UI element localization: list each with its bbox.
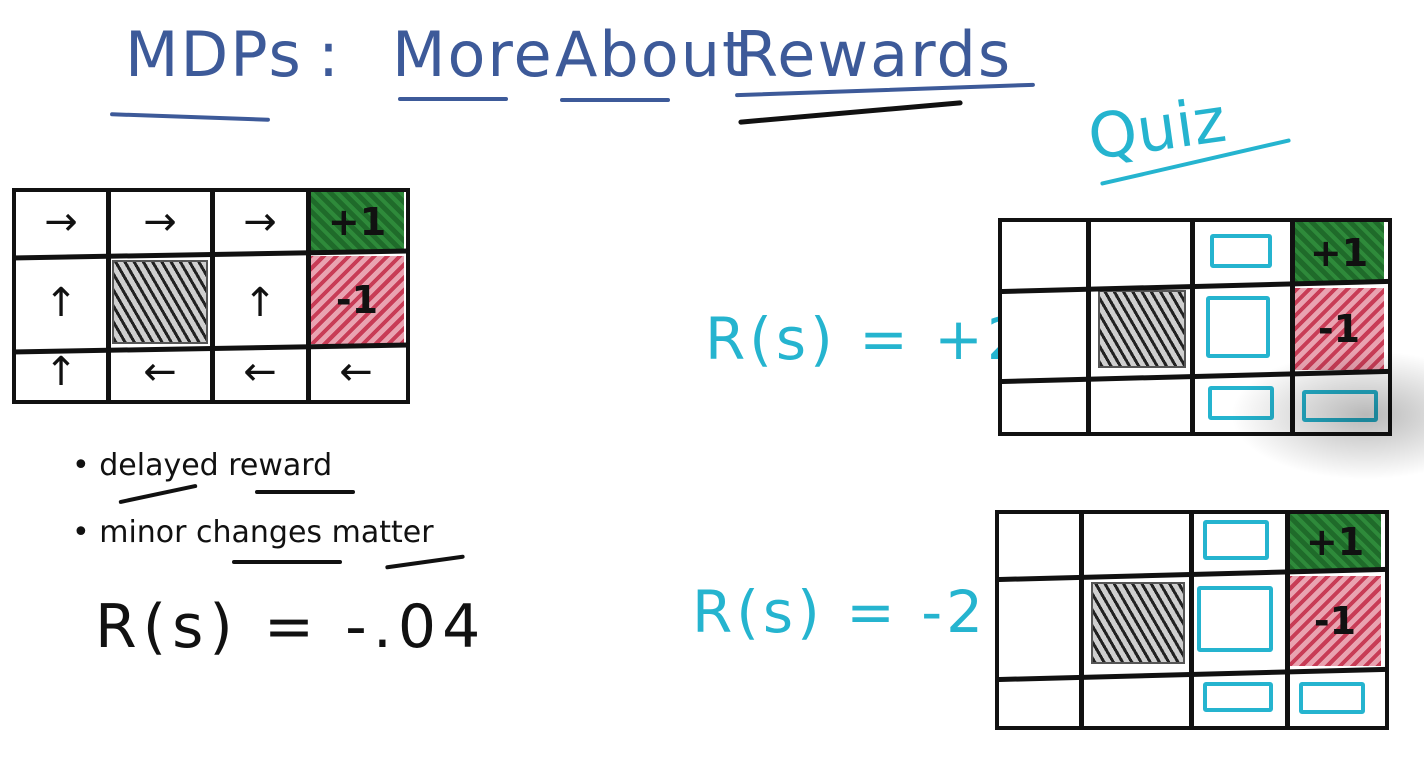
quiz-bottom-terminal-positive: +1 bbox=[1289, 514, 1381, 570]
quiz-bottom-terminal-negative: -1 bbox=[1289, 576, 1381, 666]
grid-line bbox=[1189, 510, 1194, 726]
quiz-bottom-positive-label: +1 bbox=[1305, 520, 1365, 564]
hand-shadow bbox=[1230, 350, 1424, 480]
formula-reward-plus2: R(s) = +2 bbox=[705, 305, 1028, 373]
title-underline-about bbox=[560, 98, 670, 102]
terminal-positive-cell: +1 bbox=[310, 192, 404, 252]
title-about: About bbox=[555, 18, 749, 91]
title-rewards: Rewards bbox=[735, 18, 1013, 91]
cell-r3c2-arrow: ← bbox=[143, 349, 177, 395]
cell-r1c2-arrow: → bbox=[143, 199, 177, 245]
underline-changes bbox=[232, 560, 342, 564]
formula-reward-minus2: R(s) = -2 bbox=[692, 578, 988, 646]
cell-r1c1-arrow: → bbox=[44, 199, 78, 245]
formula-reward-main: R(s) = -.04 bbox=[95, 592, 487, 662]
answer-box-top-r1c3[interactable] bbox=[1210, 234, 1272, 268]
quiz-top-positive-label: +1 bbox=[1309, 231, 1369, 275]
answer-box-bottom-r2c3[interactable] bbox=[1197, 586, 1273, 652]
quiz-grid-top: +1 -1 bbox=[998, 218, 1393, 438]
grid-line bbox=[1079, 510, 1084, 726]
grid-line bbox=[106, 188, 111, 400]
title-more: More bbox=[392, 18, 554, 91]
terminal-negative-cell: -1 bbox=[310, 256, 404, 344]
cell-r3c1-arrow: ↑ bbox=[44, 349, 78, 395]
grid-line bbox=[1190, 218, 1195, 432]
title-colon: : bbox=[318, 18, 341, 91]
quiz-grid-bottom: +1 -1 bbox=[995, 510, 1390, 732]
title-underline-more bbox=[398, 97, 508, 101]
title-underline-mdps bbox=[109, 112, 271, 122]
wall-cell bbox=[112, 260, 208, 344]
cell-r2c3-arrow: ↑ bbox=[243, 280, 277, 326]
answer-box-top-r3c4[interactable] bbox=[1302, 390, 1378, 422]
underline-matter bbox=[385, 554, 465, 570]
quiz-bottom-negative-label: -1 bbox=[1313, 599, 1357, 643]
quiz-bottom-wall bbox=[1091, 582, 1185, 664]
cell-r3c4-arrow: ← bbox=[339, 349, 373, 395]
grid-line bbox=[1285, 510, 1290, 726]
title-mdps: MDPs bbox=[125, 18, 303, 91]
grid-line bbox=[210, 188, 215, 400]
note-minor-changes: • minor changes matter bbox=[72, 515, 434, 550]
cell-r1c3-arrow: → bbox=[243, 199, 277, 245]
quiz-top-wall bbox=[1098, 290, 1186, 368]
cell-r2c1-arrow: ↑ bbox=[44, 280, 78, 326]
quiz-top-negative-label: -1 bbox=[1317, 307, 1361, 351]
underline-reward bbox=[255, 490, 355, 494]
main-grid-world: → → → +1 ↑ ↑ -1 ↑ ← ← ← bbox=[11, 188, 410, 404]
title-underline-rewards-black bbox=[738, 100, 963, 125]
answer-box-bottom-r3c3[interactable] bbox=[1203, 682, 1273, 712]
grid-line bbox=[1290, 218, 1295, 432]
answer-box-top-r2c3[interactable] bbox=[1206, 296, 1270, 358]
note-delayed-reward: • delayed reward bbox=[72, 448, 333, 483]
grid-line bbox=[1086, 218, 1091, 432]
answer-box-top-r3c3[interactable] bbox=[1208, 386, 1274, 420]
terminal-positive-label: +1 bbox=[327, 200, 387, 244]
quiz-top-terminal-negative: -1 bbox=[1294, 288, 1384, 370]
underline-delayed bbox=[118, 483, 198, 505]
terminal-negative-label: -1 bbox=[335, 278, 379, 322]
quiz-top-terminal-positive: +1 bbox=[1294, 222, 1384, 284]
answer-box-bottom-r3c4[interactable] bbox=[1299, 682, 1365, 714]
cell-r3c3-arrow: ← bbox=[243, 349, 277, 395]
answer-box-bottom-r1c3[interactable] bbox=[1203, 520, 1269, 560]
grid-line bbox=[306, 188, 311, 400]
